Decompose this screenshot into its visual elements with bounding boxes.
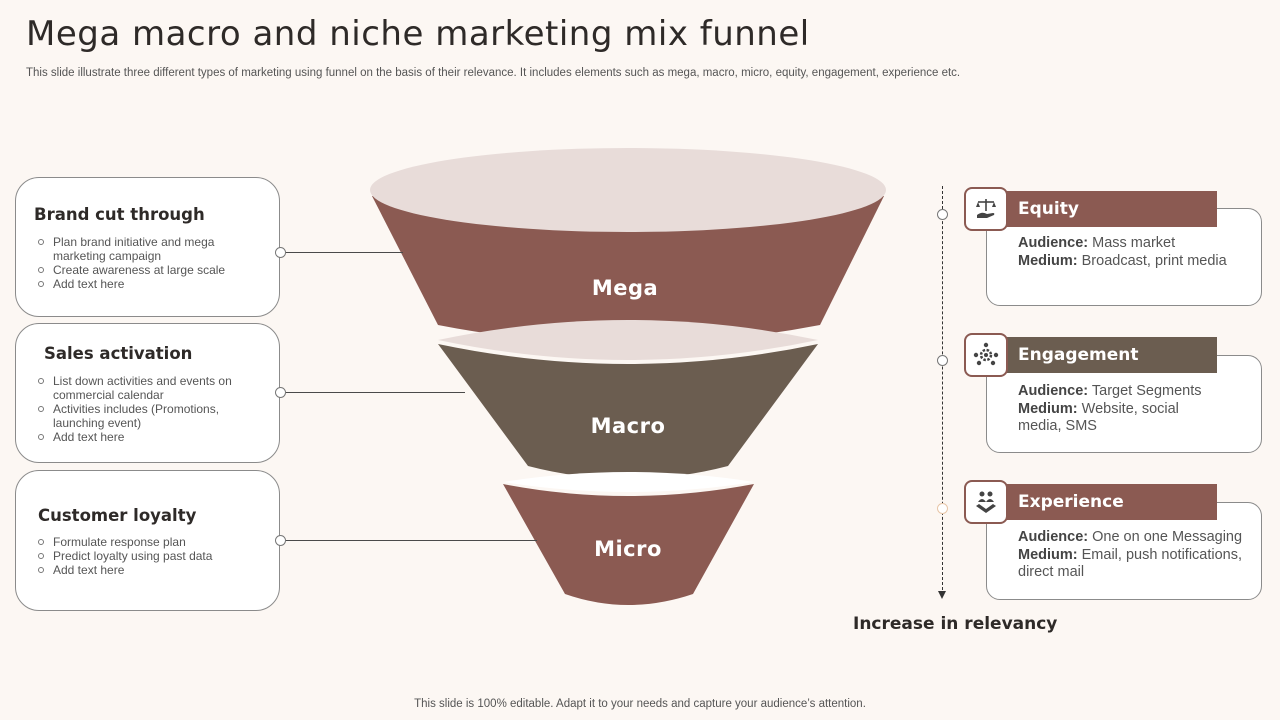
audience-value: Target Segments [1091,383,1202,399]
audience-value: One on one Messaging [1092,529,1243,545]
funnel-label-micro: Micro [594,537,662,561]
bullet-list: Formulate response plan Predict loyalty … [38,535,267,577]
relevancy-axis-line [942,186,943,590]
card-title: Customer loyalty [38,506,197,525]
axis-dot [937,209,948,220]
funnel-segment-macro [438,344,818,479]
list-item: Activities includes (Promotions, launchi… [38,402,267,430]
connector-macro [285,392,465,393]
funnel-segment-mega [372,196,884,344]
team-gear-icon [964,333,1008,377]
connector-dot [275,247,286,258]
medium-value: Website, social media, SMS [1018,400,1179,435]
banner-equity: Equity [1006,191,1217,227]
funnel-label-mega: Mega [591,276,659,300]
card-brand-cut-through: Brand cut through Plan brand initiative … [15,177,280,317]
list-item: Add text here [38,277,267,291]
list-item: Plan brand initiative and mega marketing… [38,235,267,263]
funnel-rim-micro [503,472,754,492]
card-title: Sales activation [44,344,193,363]
funnel-rim-mega [370,148,886,232]
list-item: Create awareness at large scale [38,263,267,277]
card-sales-activation: Sales activation List down activities an… [15,323,280,463]
connector-dot [275,535,286,546]
relevancy-arrow-icon [938,591,946,599]
funnel-rim-macro [438,320,818,360]
funnel-segment-micro [503,484,754,605]
banner-experience: Experience [1006,484,1217,520]
axis-dot [937,503,948,514]
bullet-list: List down activities and events on comme… [38,374,267,444]
list-item: Predict loyalty using past data [38,549,267,563]
list-item: List down activities and events on comme… [38,374,267,402]
card-title: Brand cut through [34,205,205,224]
connector-mega [285,252,403,253]
list-item: Add text here [38,563,267,577]
funnel-label-macro: Macro [590,414,666,438]
relevancy-axis-label: Increase in relevancy [853,614,1058,634]
list-item: Formulate response plan [38,535,267,549]
list-item: Add text here [38,430,267,444]
page-subtitle: This slide illustrate three different ty… [26,67,961,79]
audience-value: Mass market [1092,235,1176,251]
medium-value: Broadcast, print media [1081,252,1227,269]
connector-micro [285,540,537,541]
footer-note: This slide is 100% editable. Adapt it to… [414,698,866,710]
axis-dot [937,355,948,366]
card-customer-loyalty: Customer loyalty Formulate response plan… [15,470,280,611]
connector-dot [275,387,286,398]
bullet-list: Plan brand initiative and mega marketing… [38,235,267,291]
banner-engagement: Engagement [1006,337,1217,373]
people-hand-icon [964,480,1008,524]
page-title: Mega macro and niche marketing mix funne… [26,14,810,54]
scales-hand-icon [964,187,1008,231]
medium-value: Email, push notifications, direct mail [1018,546,1243,581]
